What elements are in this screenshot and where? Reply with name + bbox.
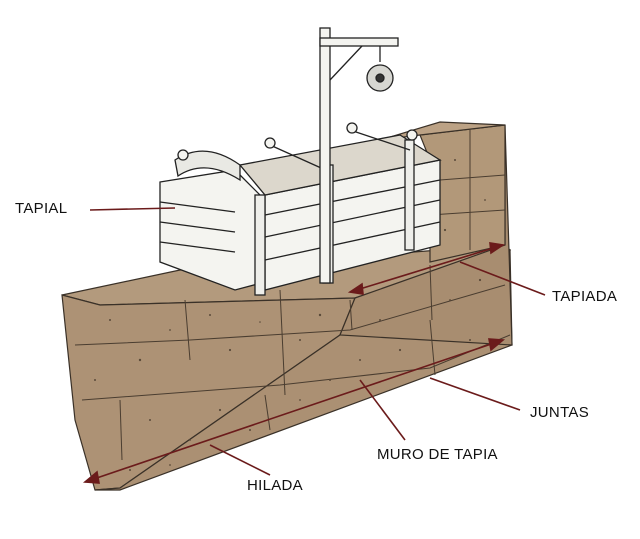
formwork-post-left — [255, 195, 265, 295]
hilada-pointer — [210, 445, 270, 475]
label-juntas: JUNTAS — [530, 404, 589, 421]
label-hilada: HILADA — [247, 477, 303, 494]
crane-post — [320, 28, 330, 283]
label-muro-de-tapia: MURO DE TAPIA — [377, 446, 498, 463]
label-tapial: TAPIAL — [15, 200, 67, 217]
label-tapiada: TAPIADA — [552, 288, 617, 305]
crane-arm — [320, 38, 398, 46]
formwork-post-right — [405, 140, 414, 250]
juntas-pointer — [430, 378, 520, 410]
